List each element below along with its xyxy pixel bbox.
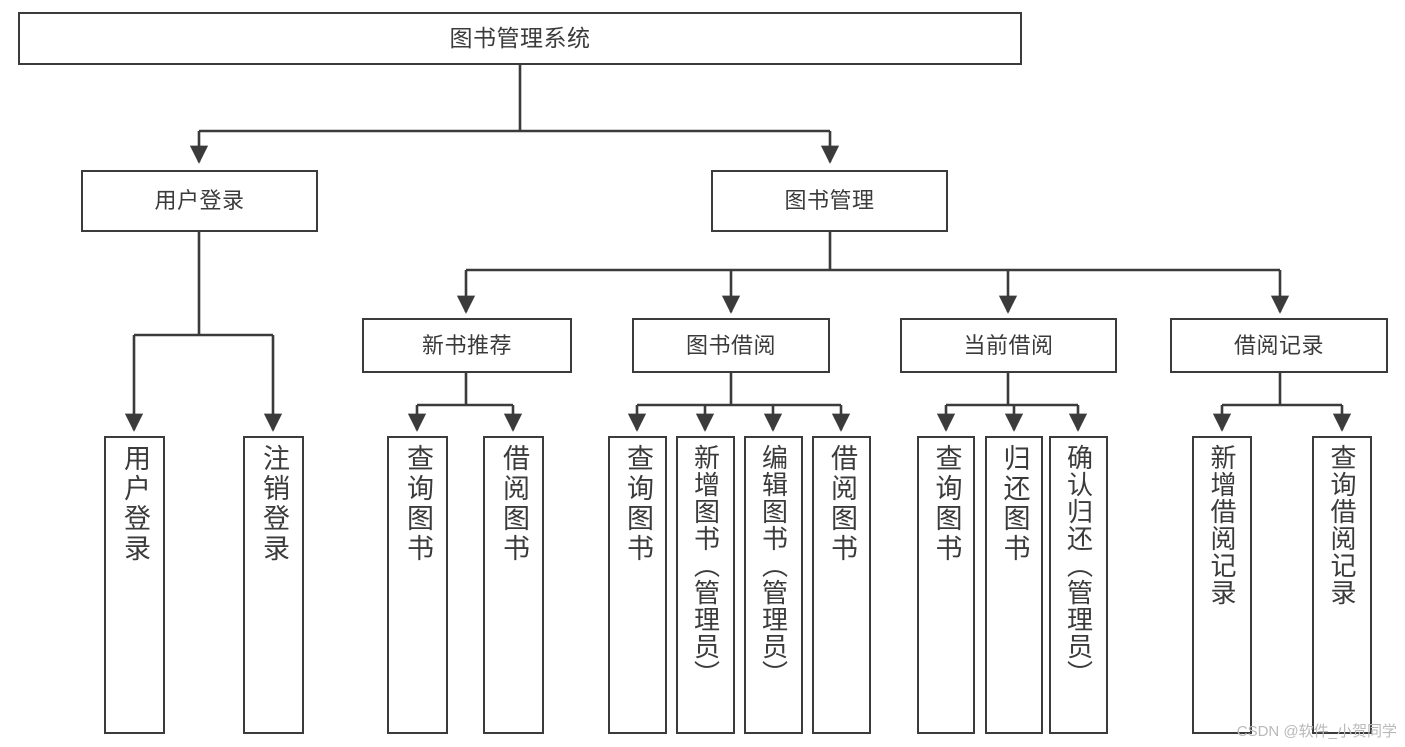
node-leaf-borrow-book-2[interactable]: 借阅图书 — [812, 436, 871, 734]
node-leaf-confirm-return[interactable]: 确认归还（管理员） — [1049, 436, 1108, 734]
node-leaf-user-login[interactable]: 用户登录 — [104, 436, 165, 734]
node-leaf-return-book[interactable]: 归还图书 — [985, 436, 1043, 734]
node-label: 新书推荐 — [421, 332, 512, 358]
node-root-book-management-system[interactable]: 图书管理系统 — [18, 12, 1022, 65]
node-label: 借阅图书 — [499, 444, 529, 564]
node-label: 查询图书 — [403, 444, 433, 564]
node-label: 新增图书（管理员） — [690, 444, 721, 687]
node-leaf-edit-book[interactable]: 编辑图书（管理员） — [744, 436, 803, 734]
node-label: 图书管理 — [784, 188, 875, 214]
node-label: 查询图书 — [931, 444, 962, 564]
node-label: 注销登录 — [259, 444, 289, 564]
node-label: 查询借阅记录 — [1327, 444, 1357, 606]
node-current-borrow[interactable]: 当前借阅 — [900, 318, 1117, 373]
node-leaf-query-book-2[interactable]: 查询图书 — [608, 436, 667, 734]
node-leaf-query-record[interactable]: 查询借阅记录 — [1312, 436, 1372, 734]
node-label: 图书管理系统 — [449, 24, 591, 51]
node-user-login[interactable]: 用户登录 — [81, 170, 318, 232]
node-leaf-borrow-book-1[interactable]: 借阅图书 — [483, 436, 544, 734]
node-book-manage[interactable]: 图书管理 — [711, 170, 948, 232]
node-label: 用户登录 — [120, 444, 150, 564]
node-book-borrow[interactable]: 图书借阅 — [632, 318, 830, 373]
node-leaf-query-book-1[interactable]: 查询图书 — [387, 436, 448, 734]
node-leaf-logout-login[interactable]: 注销登录 — [243, 436, 304, 734]
node-label: 用户登录 — [154, 188, 245, 214]
node-leaf-query-book-3[interactable]: 查询图书 — [917, 436, 975, 734]
node-label: 借阅图书 — [827, 444, 857, 564]
node-label: 查询图书 — [623, 444, 653, 564]
node-new-book-recommend[interactable]: 新书推荐 — [362, 318, 572, 373]
node-label: 确认归还（管理员） — [1063, 444, 1094, 687]
node-label: 借阅记录 — [1233, 332, 1324, 358]
node-label: 新增借阅记录 — [1207, 444, 1237, 606]
node-leaf-add-record[interactable]: 新增借阅记录 — [1192, 436, 1252, 734]
watermark-text: CSDN @软件_小贺同学 — [1236, 723, 1397, 740]
node-label: 当前借阅 — [963, 332, 1054, 358]
node-label: 归还图书 — [999, 444, 1030, 564]
node-leaf-add-book[interactable]: 新增图书（管理员） — [676, 436, 735, 734]
node-borrow-record[interactable]: 借阅记录 — [1170, 318, 1388, 373]
node-label: 编辑图书（管理员） — [758, 444, 789, 687]
node-label: 图书借阅 — [685, 332, 776, 358]
